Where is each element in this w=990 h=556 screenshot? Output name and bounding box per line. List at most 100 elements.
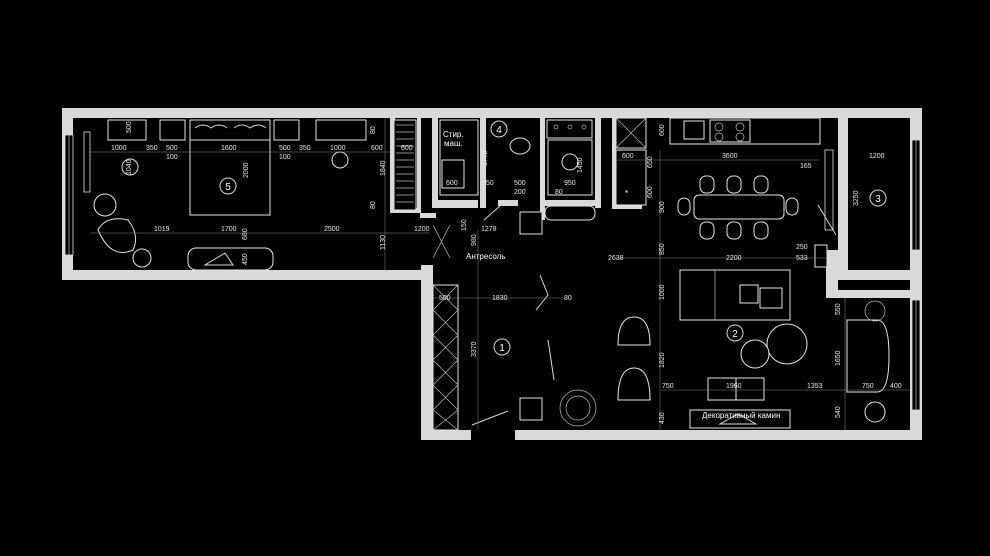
dimension-values: 1000 350 500 100 1600 500 100 350 1000 6… [111, 121, 902, 424]
washer-label-1: Стир. [443, 130, 464, 139]
sink [683, 120, 705, 140]
dim: 3250 [853, 190, 860, 206]
dim: 750 [662, 383, 674, 390]
dim: 80 [564, 295, 572, 302]
dim: 2200 [726, 255, 742, 262]
bathroom [439, 119, 596, 221]
room-3-number: 3 [875, 194, 881, 205]
hob [709, 119, 751, 143]
dim: 1353 [807, 383, 823, 390]
nightstand-right [315, 119, 367, 141]
dim: 2000 [243, 162, 250, 178]
dim: 1200 [414, 226, 430, 233]
dim: 80 [555, 189, 563, 196]
dim: 1200 [869, 153, 885, 160]
shower [547, 139, 593, 196]
room-5-number: 5 [225, 182, 231, 193]
dim: 600 [659, 124, 666, 136]
dim: 3600 [722, 153, 738, 160]
plant [559, 389, 597, 427]
room-5-marker [219, 177, 237, 195]
dim: 750 [862, 383, 874, 390]
dim: 1650 [835, 350, 842, 366]
dim: 500 [279, 145, 291, 152]
fireplace [689, 409, 791, 429]
dim: 1040 [126, 159, 133, 175]
room-4-number: 4 [496, 125, 502, 136]
fireplace-label: Декоративный камин [702, 411, 780, 420]
room-numbers: 5 4 3 2 1 [225, 125, 881, 354]
dimension-lines [90, 118, 910, 430]
dim: 200 [514, 189, 526, 196]
dim: 165 [800, 163, 812, 170]
dim: 1830 [492, 295, 508, 302]
dim: 1000 [330, 145, 346, 152]
dim: 1000 [659, 284, 666, 300]
dim: 1600 [221, 145, 237, 152]
room-1-number: 1 [499, 343, 505, 354]
dim: 2500 [324, 226, 340, 233]
dim: 500 [166, 145, 178, 152]
chair [121, 158, 139, 176]
armchair [97, 218, 137, 253]
living-room [615, 117, 890, 429]
dim: 600 [647, 186, 654, 198]
room-labels: Антресоль Стир. маш. Декоративный камин … [443, 130, 780, 420]
windows [64, 131, 921, 411]
dim: 600 [401, 145, 413, 152]
dim: 350 [299, 145, 311, 152]
dim: 3370 [471, 341, 478, 357]
dim: 533 [796, 255, 808, 262]
dim: 680 [242, 228, 249, 240]
dim: 500 [126, 121, 133, 133]
hall-door [535, 274, 555, 381]
room-2-number: 2 [732, 329, 738, 340]
dim: 1820 [659, 352, 666, 368]
room-3-marker [869, 189, 887, 207]
room-2-marker [726, 324, 744, 342]
bed [189, 119, 271, 216]
mezzanine-label: Антресоль [466, 252, 506, 261]
dim: 1960 [726, 383, 742, 390]
dim: 540 [835, 406, 842, 418]
dim: 500 [439, 295, 451, 302]
dim: 400 [890, 383, 902, 390]
dim: 1278 [481, 226, 497, 233]
coffee-table [766, 323, 808, 365]
star-mark: * [625, 189, 628, 198]
dim: 450 [242, 253, 249, 265]
dim: 1840 [380, 160, 387, 176]
dim: 650 [647, 156, 654, 168]
dim: 80 [370, 201, 377, 209]
tv-stand [187, 247, 274, 271]
washer-label-2: маш. [444, 139, 463, 148]
dim: 1019 [154, 226, 170, 233]
dim: 600 [622, 153, 634, 160]
room-1-marker [493, 338, 511, 356]
bathtub [846, 319, 890, 393]
dim: 250 [796, 244, 808, 251]
dim: 1000 [111, 145, 127, 152]
dim: 600 [371, 145, 383, 152]
dim: 900 [659, 201, 666, 213]
dim: 1700 [221, 226, 237, 233]
dim: 80 [370, 126, 377, 134]
dim: 600 [446, 180, 458, 187]
dim: 500 [514, 180, 526, 187]
nightstand [107, 119, 147, 141]
closet [432, 284, 459, 431]
dim: 950 [564, 180, 576, 187]
dim: 850 [482, 180, 494, 187]
dim: 850 [659, 243, 666, 255]
dim: 100 [279, 154, 291, 161]
dim: 550 [835, 303, 842, 315]
dim: 100 [166, 154, 178, 161]
dim: 1770 [482, 150, 489, 166]
dim: 980 [471, 234, 478, 246]
hallway [432, 205, 597, 431]
dim: 1450 [577, 157, 584, 173]
dim: 2638 [608, 255, 624, 262]
dim: 430 [659, 412, 666, 424]
entry-door [471, 410, 509, 426]
toilet [509, 137, 531, 155]
